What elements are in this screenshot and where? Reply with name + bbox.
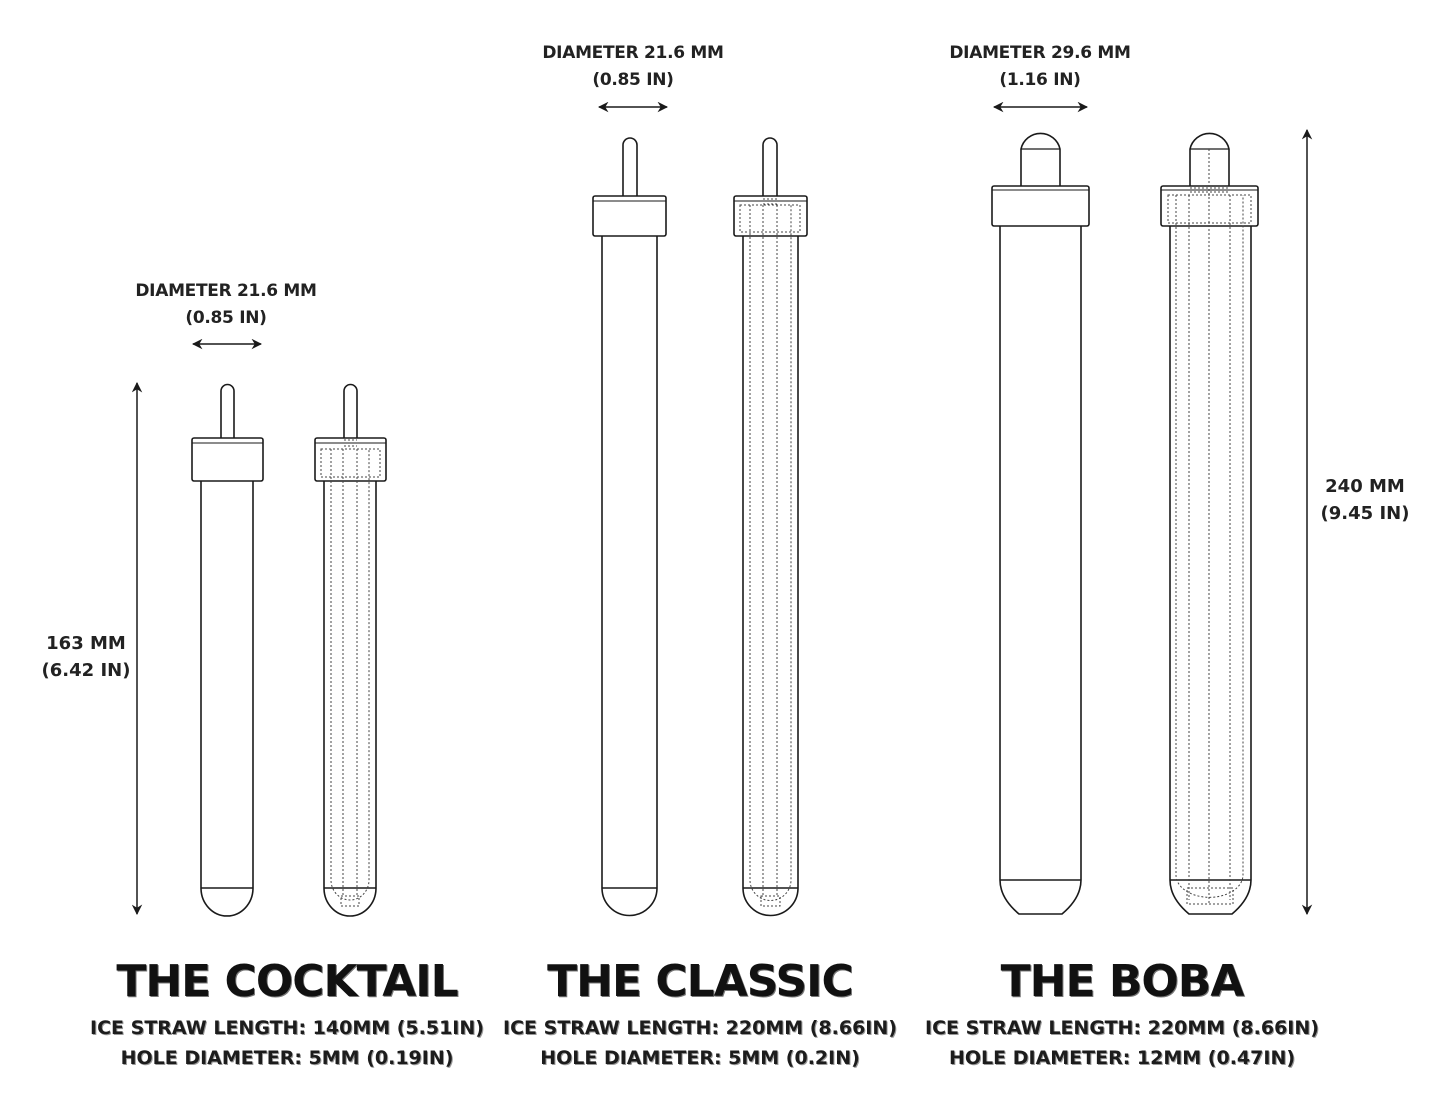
cocktail-title: THE COCKTAIL xyxy=(116,956,458,1007)
cocktail-height-mm: 163 MM xyxy=(46,633,126,654)
cocktail-height-label: 163 MM (6.42 IN) xyxy=(42,630,131,684)
cocktail-diameter-label: DIAMETER 21.6 MM (0.85 IN) xyxy=(135,278,317,332)
boba-diameter-label: DIAMETER 29.6 MM (1.16 IN) xyxy=(949,40,1131,94)
boba-height-in: (9.45 IN) xyxy=(1320,503,1410,524)
classic-diameter-mm: DIAMETER 21.6 MM xyxy=(542,43,724,63)
classic-diameter-label: DIAMETER 21.6 MM (0.85 IN) xyxy=(542,40,724,94)
boba-specs: ICE STRAW LENGTH: 220MM (8.66IN) HOLE DI… xyxy=(925,1013,1319,1073)
classic-mold-outline xyxy=(592,137,667,917)
classic-mold-xray xyxy=(733,137,808,917)
classic-specs: ICE STRAW LENGTH: 220MM (8.66IN) HOLE DI… xyxy=(503,1013,897,1073)
cocktail-diameter-in: (0.85 IN) xyxy=(185,308,267,328)
classic-diameter-in: (0.85 IN) xyxy=(592,70,674,90)
cocktail-length-spec: ICE STRAW LENGTH: 140MM (5.51IN) xyxy=(90,1017,484,1039)
classic-hole-spec: HOLE DIAMETER: 5MM (0.2IN) xyxy=(540,1047,860,1069)
boba-diameter-in: (1.16 IN) xyxy=(999,70,1081,90)
boba-height-label: 240 MM (9.45 IN) xyxy=(1321,473,1410,527)
cocktail-mold-xray xyxy=(314,383,387,917)
boba-diameter-mm: DIAMETER 29.6 MM xyxy=(949,43,1131,63)
cocktail-height-in: (6.42 IN) xyxy=(41,660,131,681)
cocktail-diameter-mm: DIAMETER 21.6 MM xyxy=(135,281,317,301)
classic-title: THE CLASSIC xyxy=(547,956,854,1007)
cocktail-specs: ICE STRAW LENGTH: 140MM (5.51IN) HOLE DI… xyxy=(90,1013,484,1073)
boba-mold-outline xyxy=(991,132,1090,915)
cocktail-mold-outline xyxy=(191,383,264,917)
boba-length-spec: ICE STRAW LENGTH: 220MM (8.66IN) xyxy=(925,1017,1319,1039)
classic-length-spec: ICE STRAW LENGTH: 220MM (8.66IN) xyxy=(503,1017,897,1039)
boba-mold-xray xyxy=(1160,132,1259,915)
cocktail-hole-spec: HOLE DIAMETER: 5MM (0.19IN) xyxy=(120,1047,454,1069)
boba-height-mm: 240 MM xyxy=(1325,476,1405,497)
boba-hole-spec: HOLE DIAMETER: 12MM (0.47IN) xyxy=(948,1047,1296,1069)
boba-title: THE BOBA xyxy=(1000,956,1245,1007)
